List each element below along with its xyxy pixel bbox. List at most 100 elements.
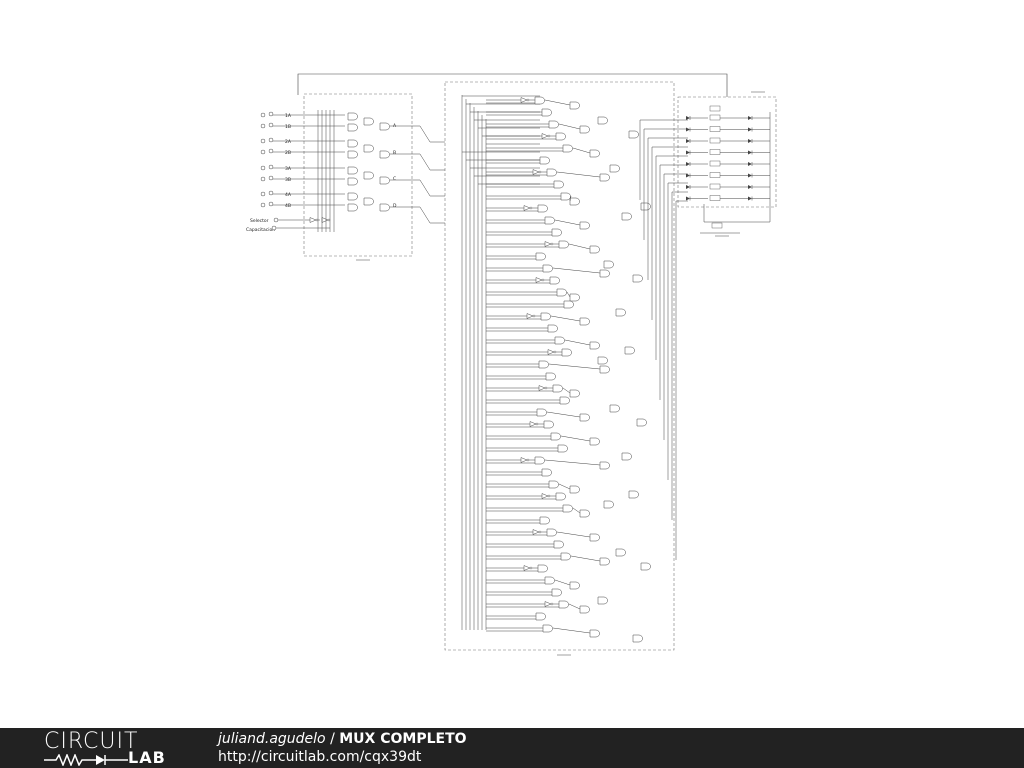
led-diode	[748, 185, 752, 189]
not-gate-bubble	[541, 278, 545, 282]
mux-subcircuit-box	[303, 93, 413, 257]
not-gate	[520, 97, 528, 103]
circuit-title: juliand.agudelo / MUX COMPLETO	[218, 731, 467, 747]
and-gate	[560, 192, 571, 201]
or-gate	[603, 500, 614, 509]
input-switch-symbol	[268, 190, 274, 196]
input-source-symbol	[260, 123, 266, 129]
logo-wordmark-top: CIRCUIT	[44, 729, 139, 754]
display-drive-wire	[655, 155, 688, 360]
input-label: 3B	[285, 177, 291, 183]
not-gate	[523, 205, 531, 211]
display-drive-wire	[647, 137, 688, 280]
circuit-url[interactable]: http://circuitlab.com/cqx39dt	[218, 749, 422, 765]
gate-link-wire	[554, 219, 581, 226]
gate-link-wire	[560, 435, 591, 442]
and-gate	[538, 360, 549, 369]
not-gate-bubble	[532, 314, 536, 318]
or-gate	[621, 452, 632, 461]
schematic-canvas[interactable]: 1A 1B 2A 2B 3A 3B 4A 4B Selector Capacit…	[0, 0, 1024, 728]
and-gate	[541, 468, 552, 477]
led-diode	[748, 116, 752, 120]
decoder-subcircuit-box	[444, 81, 675, 651]
not-gate	[535, 277, 543, 283]
led-diode	[686, 173, 690, 178]
display-drive-wire	[671, 191, 688, 520]
led-diode	[686, 127, 690, 132]
and-gate	[548, 480, 559, 489]
gate-link-wire	[550, 315, 581, 322]
component-block	[709, 126, 721, 132]
input-switch-symbol	[268, 164, 274, 170]
or-gate	[624, 346, 635, 355]
and-gate	[553, 180, 564, 189]
or-gate	[379, 150, 390, 159]
and-gate	[541, 108, 552, 117]
component-block	[709, 114, 721, 121]
not-gate-bubble	[547, 494, 551, 498]
not-gate	[544, 601, 552, 607]
project-name: MUX COMPLETO	[339, 731, 467, 747]
or-gate	[615, 308, 626, 317]
component-block	[709, 149, 721, 155]
and-gate	[548, 120, 559, 129]
gate-link-wire	[546, 411, 581, 418]
or-gate	[379, 176, 390, 185]
display-drive-wire	[639, 119, 688, 200]
or-gate	[363, 197, 374, 206]
component-block	[709, 105, 721, 112]
or-gate	[597, 356, 608, 365]
component-block	[709, 195, 721, 201]
led-diode	[748, 127, 752, 132]
not-gate	[532, 529, 540, 535]
gate-link-wire	[556, 531, 591, 538]
resistor-diode-icon	[44, 754, 128, 766]
gate-link-wire	[570, 555, 601, 562]
display-drive-wire	[663, 173, 688, 440]
not-gate	[526, 313, 534, 319]
and-gate	[557, 444, 568, 453]
or-gate	[379, 203, 390, 212]
gate-link-wire	[552, 627, 591, 634]
output-wire	[390, 153, 445, 171]
led-diode	[686, 196, 690, 201]
not-gate	[532, 169, 540, 175]
input-switch-symbol	[268, 122, 274, 128]
and-gate	[537, 564, 548, 573]
input-source-symbol	[260, 138, 266, 144]
and-gate	[579, 125, 590, 134]
circuitlab-logo[interactable]: CIRCUIT LAB	[40, 730, 180, 766]
input-source-symbol	[260, 191, 266, 197]
not-gate-bubble	[526, 98, 530, 102]
gate-link-wire	[566, 291, 571, 298]
and-gate	[599, 461, 610, 470]
not-gate	[544, 241, 552, 247]
and-gate	[579, 413, 590, 422]
or-gate	[628, 130, 639, 139]
or-gate	[609, 404, 620, 413]
and-gate	[589, 629, 600, 638]
and-gate	[549, 276, 560, 285]
gate-link-wire	[568, 243, 591, 250]
or-gate	[615, 548, 626, 557]
author-name[interactable]: juliand.agudelo	[218, 731, 326, 747]
display-drive-wire	[659, 164, 688, 400]
logo-wordmark-bottom: LAB	[128, 748, 166, 767]
output-wire	[390, 125, 445, 143]
and-gate	[347, 150, 358, 159]
or-gate	[632, 634, 643, 643]
output-label-d: D	[393, 203, 397, 209]
led-diode	[686, 116, 690, 120]
and-gate	[569, 581, 580, 590]
led-diode	[748, 139, 752, 143]
and-gate	[551, 588, 562, 597]
or-gate	[379, 122, 390, 131]
and-gate	[556, 288, 567, 297]
gate-link-wire	[568, 603, 581, 610]
selector-label: Selector	[250, 218, 269, 224]
not-gate	[538, 385, 546, 391]
and-gate	[534, 96, 545, 105]
and-gate	[542, 264, 553, 273]
and-gate	[599, 173, 610, 182]
output-wire	[390, 179, 445, 197]
